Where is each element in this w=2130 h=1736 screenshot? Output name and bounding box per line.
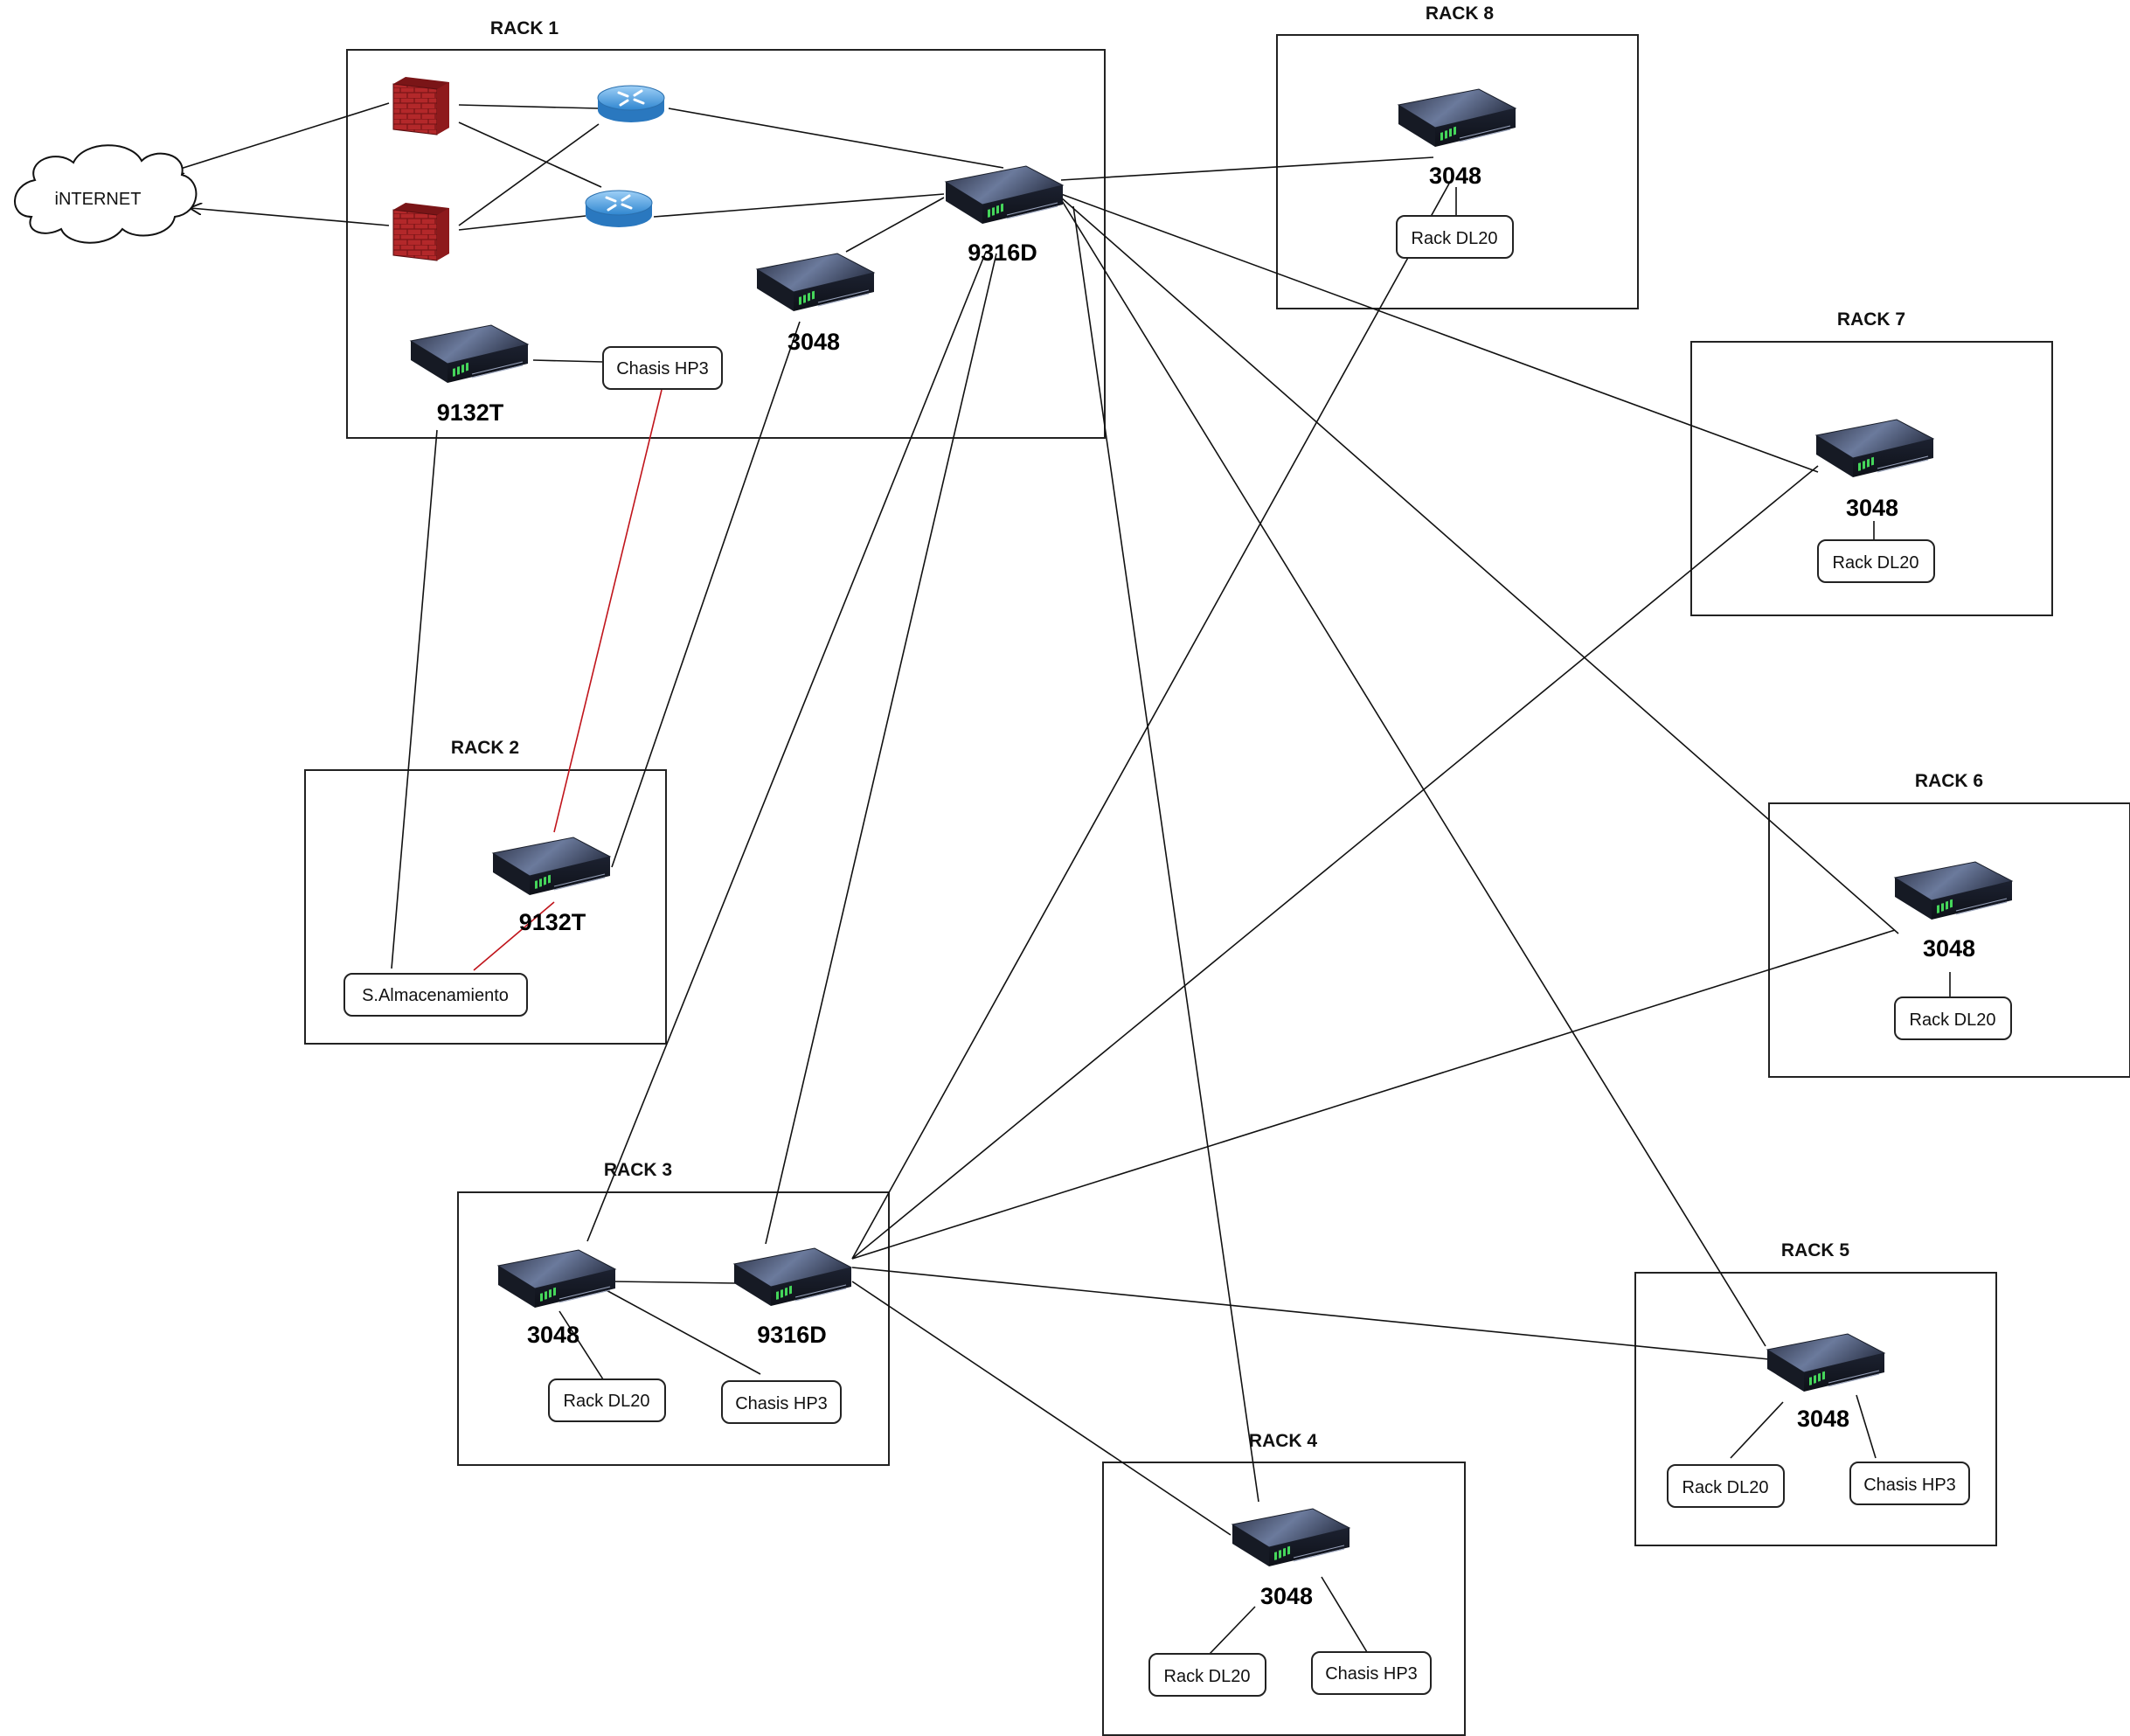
link-r3-3048-rack [559, 1310, 604, 1380]
link-core-rack8 [1060, 156, 1434, 181]
link-r3-3048-9316 [611, 1281, 737, 1284]
device-label: Rack DL20 [1833, 553, 1919, 573]
router-icon [584, 189, 654, 229]
links [172, 102, 1951, 1655]
device-label: Chasis HP3 [735, 1394, 828, 1413]
link-r4-chasis [1321, 1576, 1368, 1653]
device-label: Chasis HP3 [1863, 1476, 1956, 1495]
switch-r6-3048: 3048 [1894, 861, 2013, 962]
link-core-rack4 [1072, 205, 1259, 1503]
link-rt2-core [653, 193, 945, 218]
switch-r4-3048: 3048 [1232, 1508, 1350, 1609]
device-label: Rack DL20 [1910, 1010, 1996, 1030]
switch-label: 3048 [1797, 1406, 1849, 1432]
switch-label: 3048 [1846, 495, 1898, 521]
device-r2-storage: S.Almacenamiento [343, 973, 528, 1017]
rack-title: RACK 2 [451, 738, 519, 758]
link-fw2-rt1 [458, 123, 600, 226]
router-icon [596, 84, 666, 124]
device-r7-rack: Rack DL20 [1817, 539, 1935, 583]
link-r3-rack5 [851, 1267, 1770, 1360]
switch-label: 9132T [437, 399, 504, 426]
rack-title: RACK 6 [1915, 771, 1983, 791]
link-fw2-rt2 [458, 215, 586, 231]
device-r5-rack: Rack DL20 [1667, 1464, 1785, 1508]
link-r3-3048-chasis [602, 1288, 761, 1375]
link-r3-rack7 [851, 465, 1819, 1260]
link-core-rack5 [1060, 198, 1766, 1347]
link-r3-rack4 [851, 1281, 1232, 1536]
switch-label: 9316D [968, 240, 1037, 266]
rack-title: RACK 4 [1249, 1431, 1317, 1451]
link-fw1-internet [172, 102, 390, 171]
device-r3-chasis: Chasis HP3 [721, 1380, 842, 1424]
switch-label: 9316D [757, 1322, 827, 1348]
internet-label: iNTERNET [55, 190, 142, 209]
device-r3-rack: Rack DL20 [548, 1378, 666, 1422]
link-r13048-r2 [611, 321, 801, 868]
rack-title: RACK 3 [604, 1160, 672, 1180]
device-r8-rack: Rack DL20 [1396, 215, 1514, 259]
link-core-rack6 [1060, 197, 1899, 934]
link-r3-rack8 [851, 183, 1450, 1260]
switch-r3-9316: 9316D [733, 1247, 852, 1348]
firewall-icon [392, 76, 450, 135]
rack-title: RACK 8 [1426, 3, 1494, 24]
link-r4-rack [1209, 1606, 1256, 1655]
link-fw1-rt2 [458, 122, 602, 188]
switch-r5-3048: 3048 [1766, 1333, 1885, 1432]
device-label: Rack DL20 [1164, 1667, 1251, 1686]
switch-r3-3048: 3048 [497, 1249, 616, 1348]
rack-title: RACK 5 [1781, 1240, 1849, 1260]
switch-label: 3048 [1429, 163, 1481, 189]
link-core-rack7 [1060, 193, 1819, 473]
cloud-icon [14, 144, 198, 244]
switch-label: 3048 [787, 329, 840, 355]
switch-r2-9132: 9132T [492, 837, 611, 935]
device-label: Rack DL20 [1682, 1478, 1769, 1497]
firewall-icon [392, 202, 450, 261]
switch-r1-9316: 9316D [945, 165, 1064, 266]
link-fw1-rt1 [458, 104, 600, 109]
link-rt1-core [668, 108, 1004, 169]
link-chasis-9132 [532, 359, 604, 363]
switch-label: 3048 [1260, 1583, 1313, 1609]
switch-label: 3048 [1923, 935, 1975, 962]
device-label: Chasis HP3 [1325, 1664, 1418, 1684]
device-r4-rack: Rack DL20 [1148, 1653, 1266, 1697]
device-label: Chasis HP3 [616, 359, 709, 378]
rack-title: RACK 1 [490, 18, 559, 38]
link-chasis-r2-red [553, 389, 663, 833]
switch-label: 3048 [527, 1322, 579, 1348]
switch-label: 9132T [519, 909, 586, 935]
link-9132-storage [391, 429, 438, 969]
switch-r1-9132: 9132T [410, 324, 529, 426]
device-r4-chasis: Chasis HP3 [1311, 1651, 1432, 1695]
link-core-r3-3048 [586, 251, 987, 1242]
device-label: Rack DL20 [564, 1392, 650, 1411]
link-r2-storage-red [473, 901, 555, 971]
switch-r7-3048: 3048 [1815, 419, 1934, 521]
device-r5-chasis: Chasis HP3 [1849, 1462, 1970, 1505]
switch-r8-3048: 3048 [1398, 88, 1516, 189]
link-r5-rack [1730, 1401, 1784, 1459]
link-fw2-internet [191, 208, 390, 226]
link-r5-chasis [1856, 1394, 1877, 1459]
device-r1-chasis: Chasis HP3 [602, 346, 723, 390]
switch-r1-3048: 3048 [756, 253, 875, 355]
internet-cloud: iNTERNET [14, 144, 198, 244]
rack-8: RACK 8 [1276, 3, 1639, 309]
link-r13048-core [845, 197, 945, 253]
device-label: Rack DL20 [1412, 229, 1498, 248]
rack-title: RACK 7 [1837, 309, 1905, 330]
device-r6-rack: Rack DL20 [1894, 996, 2012, 1040]
link-core-r3-9316 [765, 253, 997, 1245]
device-label: S.Almacenamiento [362, 986, 509, 1005]
link-r3-rack6 [851, 929, 1896, 1260]
